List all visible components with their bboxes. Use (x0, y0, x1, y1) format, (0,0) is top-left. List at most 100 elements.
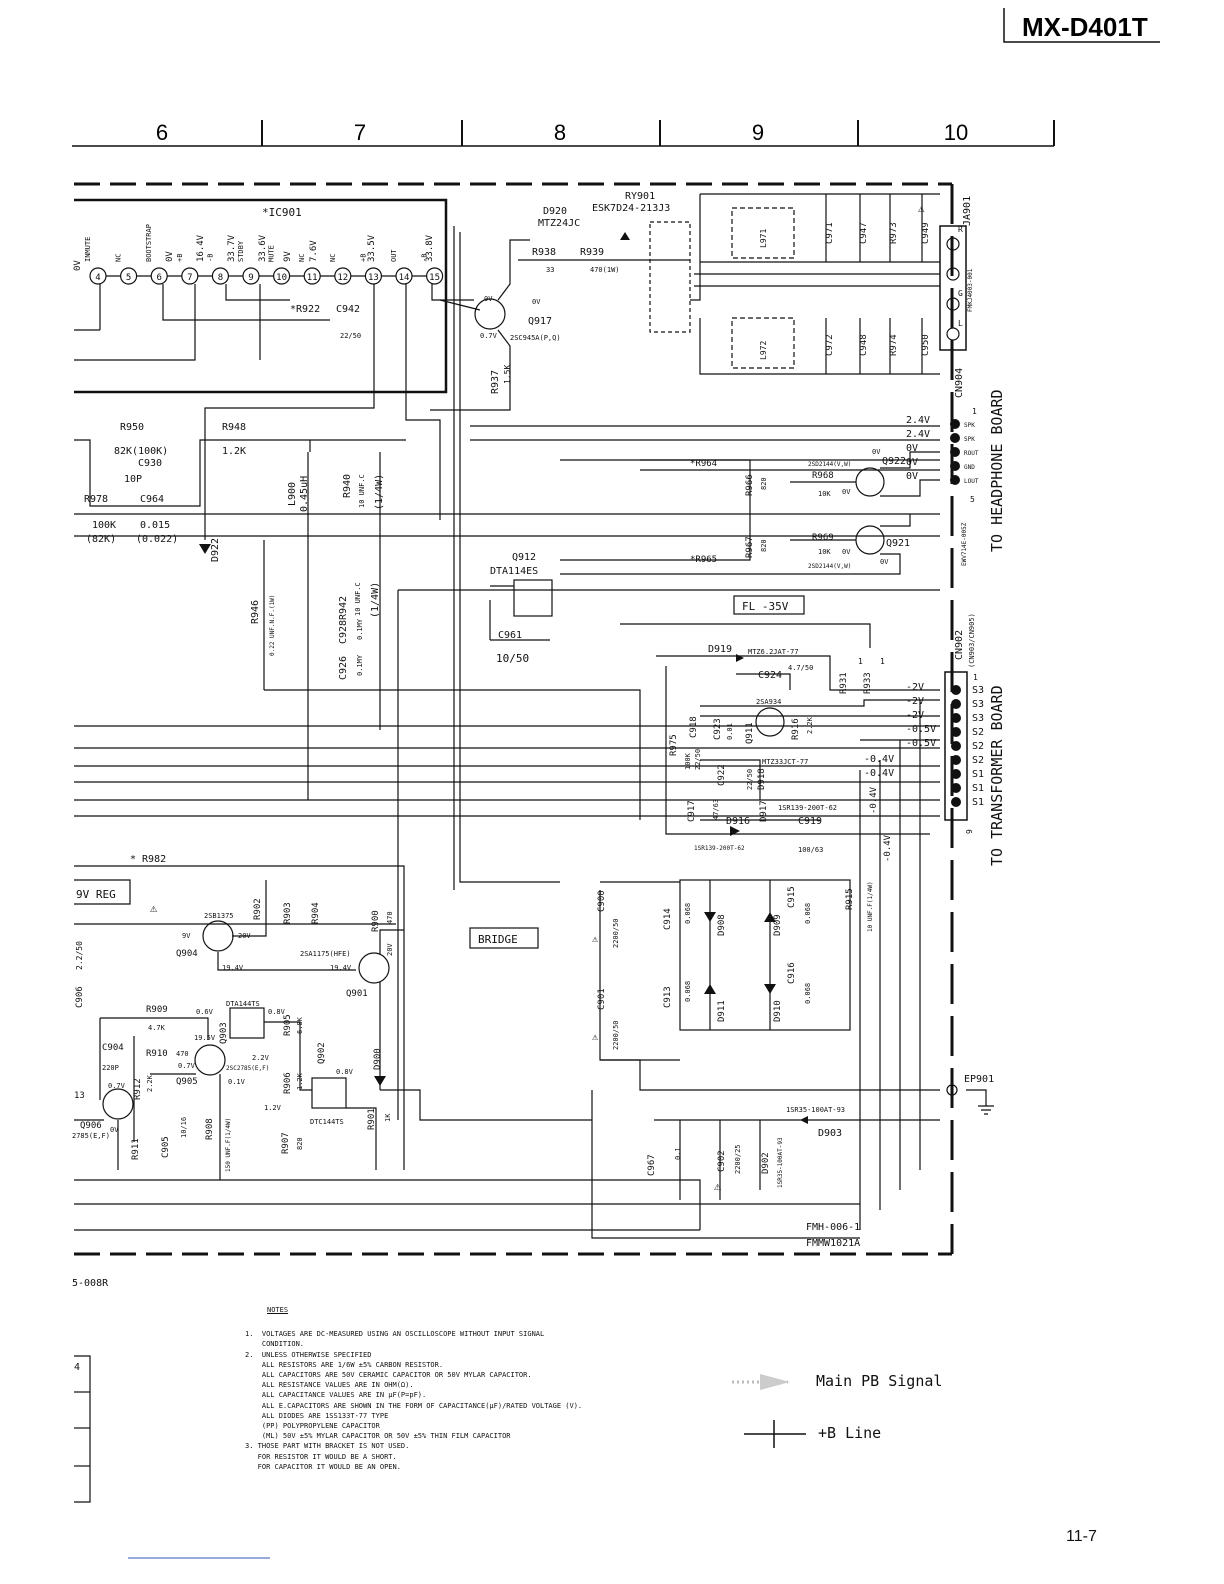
c930-name: C930 (138, 458, 162, 469)
c942-name: C942 (336, 304, 360, 315)
q921-part: 2SD2144(V,W) (808, 563, 851, 570)
r905-value: 6.8K (296, 1016, 304, 1034)
ic-extra-pin-voltage: 0V (73, 260, 83, 271)
d900-name: D900 (373, 1048, 383, 1070)
r940-value: 10 UNF.C (358, 474, 366, 508)
cn902-pin-0: S3 (972, 685, 984, 696)
cn904-first-pin: 1 (972, 407, 977, 416)
d918-part: MTZ33JCT-77 (762, 758, 808, 766)
board-code-left: 5-008R (72, 1278, 109, 1289)
q917-v2: 0V (532, 298, 541, 306)
ic-pin-label-4: INMUTE (84, 237, 92, 262)
cn902-volt-4: -0.5V (906, 738, 936, 749)
r937-name: R937 (490, 370, 501, 394)
ic-pin-14 (395, 267, 413, 285)
cn904-volt-2: 0V (906, 443, 918, 454)
c947-label: C947 (859, 222, 869, 244)
ic-pin-num-8: 8 (218, 273, 223, 283)
cn904-volt-3: 0V (906, 457, 918, 468)
ja901-pin-circles (946, 237, 960, 341)
r910-value: 470 (176, 1050, 189, 1058)
r978-value: 100K (92, 520, 116, 531)
note-line: (PP) POLYPROPYLENE CAPACITOR (245, 1422, 380, 1431)
r922-name: *R922 (290, 304, 320, 315)
r915-value: 10 UNF.F(1/4W) (867, 881, 874, 932)
ic-pin-label-12: NC (329, 254, 337, 262)
cn904-last-pin: 5 (970, 495, 975, 504)
grid-col-7: 7 (354, 120, 366, 145)
r908-name: R908 (205, 1118, 215, 1140)
q922-volt: 0V (872, 448, 881, 456)
legend-b-line: +B Line (818, 1424, 882, 1442)
cn902-name: CN902 (954, 630, 965, 660)
q901-name: Q901 (346, 989, 368, 999)
ic-pin-label-11: NC (298, 254, 306, 262)
r982-name: * R982 (130, 854, 166, 865)
c971-label: C971 (825, 222, 835, 244)
ic-pin-num-14: 14 (399, 273, 410, 283)
q904-v1: 9V (182, 932, 191, 940)
ic-pin-6 (150, 267, 168, 285)
note-line: ALL RESISTORS ARE 1/6W ±5% CARBON RESIST… (245, 1360, 444, 1369)
r907-name: R907 (281, 1132, 291, 1154)
r937-value: 1.5K (503, 365, 512, 384)
q902-volt: 0.8V (336, 1068, 354, 1076)
cn902-pin-1: S3 (972, 699, 984, 710)
l900-value: 0.45uH (299, 476, 310, 512)
headphone-board-dest: TO HEADPHONE BOARD (988, 389, 1006, 552)
note-line: 3. THOSE PART WITH BRACKET IS NOT USED. (245, 1442, 410, 1451)
c916-value: 0.068 (804, 983, 812, 1004)
d917-name: D917 (759, 800, 769, 822)
r902-name: R902 (253, 898, 263, 920)
r938-value: 33 (546, 266, 554, 274)
fl-label: FL -35V (742, 600, 789, 613)
c922-name: C922 (717, 764, 727, 786)
grid-col-8: 8 (554, 120, 566, 145)
d908-name: D908 (717, 914, 727, 936)
l972-label: L972 (759, 341, 768, 360)
c915-value: 0.068 (804, 903, 812, 924)
ic-pin-voltage: 16.4V (196, 234, 206, 262)
d902-part: 1SR35-100AT-93 (777, 1137, 784, 1188)
q903-v1: 0.8V (268, 1008, 286, 1016)
ja901-pin-g: G (958, 289, 963, 298)
c926-value: 0.1MY (356, 654, 364, 676)
c961-name: C961 (498, 630, 522, 641)
c905-value: 10/16 (180, 1117, 188, 1138)
r950-value: 82K(100K) (114, 446, 168, 457)
notes-heading: NOTES (267, 1306, 289, 1314)
c964-name: C964 (140, 494, 164, 505)
cn902-last-pin: 9 (965, 829, 974, 834)
cn904-pin-0: SPK (964, 422, 975, 429)
c904-name: C904 (102, 1043, 124, 1053)
cn902-pin-4: S2 (972, 741, 984, 752)
d911-name: D911 (717, 1000, 727, 1022)
c964-alt: (0.022) (136, 534, 178, 545)
c918-value: 22/50 (694, 749, 702, 770)
ic-pin-voltage: 33.5V (367, 234, 377, 262)
ic-pin-voltage: 33.8V (425, 234, 435, 262)
c913-value: 0.068 (684, 981, 692, 1002)
ic-pin-label-5: NC (115, 254, 123, 262)
r978-alt: (82K) (86, 534, 116, 545)
q901-v1: 19.4V (222, 964, 244, 972)
r933-value: 1 (880, 657, 885, 666)
ep901-label: EP901 (964, 1074, 994, 1085)
page-number: 11-7 (1066, 1528, 1097, 1545)
r975-name: R975 (669, 734, 679, 756)
partial-left-label: 13 (74, 1091, 85, 1101)
r942-value: 10 UNF.C (354, 582, 362, 616)
ic-pin-label-13: +B (359, 254, 367, 262)
r900-name: R900 (371, 910, 381, 932)
q904-v2: 20V (238, 932, 251, 940)
left-margin-number: 4 (74, 1362, 80, 1373)
ic-pin-label-6: BOOTSTRAP (145, 224, 153, 262)
r975-value: 100K (684, 752, 692, 770)
r906-name: R906 (283, 1072, 293, 1094)
q906-v1: 0.7V (108, 1082, 126, 1090)
cn902-pin-8: S1 (972, 797, 984, 808)
cn902-volt-6: -0.4V (864, 768, 894, 779)
c923-name: C923 (713, 718, 723, 740)
c961-value: 10/50 (496, 652, 529, 665)
